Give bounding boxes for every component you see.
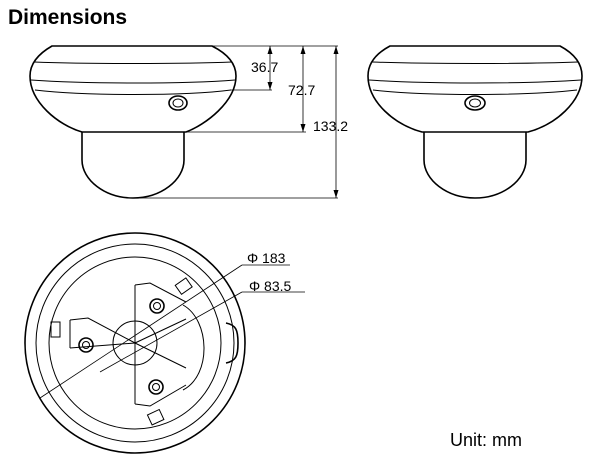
bottom-view-screw-left xyxy=(78,337,94,353)
front-view-housing xyxy=(367,45,583,133)
dimension-diameter-outer: Φ 183 xyxy=(247,250,286,266)
front-view-port xyxy=(464,95,486,111)
side-view xyxy=(29,45,237,199)
bottom-view-center-hub xyxy=(112,320,158,366)
bottom-view xyxy=(24,232,246,454)
dimension-height-total: 133.2 xyxy=(313,118,348,134)
bottom-view-outer-ring xyxy=(24,232,246,454)
bottom-view-tab-top xyxy=(174,277,193,296)
side-view-band-mid xyxy=(30,79,236,84)
front-view-dome xyxy=(423,130,527,199)
front-view-band-top xyxy=(371,61,579,64)
bottom-view-side-notch xyxy=(225,322,239,364)
bottom-view-mount-arms xyxy=(69,282,187,407)
front-view xyxy=(367,45,583,199)
bottom-view-mount-plate xyxy=(182,304,205,391)
side-view-housing xyxy=(29,45,237,133)
bottom-view-tab-bottom xyxy=(146,408,165,426)
height-dimension-lines xyxy=(133,45,339,199)
side-view-band-low xyxy=(34,89,232,95)
side-view-port xyxy=(168,95,188,111)
dimension-height-top: 36.7 xyxy=(251,59,278,75)
bottom-view-tab-left xyxy=(50,321,61,338)
front-view-band-low xyxy=(372,89,578,95)
title: Dimensions xyxy=(8,6,127,29)
dimension-height-mid: 72.7 xyxy=(288,82,315,98)
dimension-diameter-inner: Φ 83.5 xyxy=(249,278,292,294)
bottom-view-base-ring xyxy=(48,256,222,430)
unit-label: Unit: mm xyxy=(450,430,522,450)
bottom-view-screw-bottom xyxy=(148,379,164,395)
front-view-band-mid xyxy=(368,79,582,84)
diameter-leaders xyxy=(39,264,305,399)
bottom-view-inner-ring xyxy=(35,243,235,443)
bottom-view-screw-top xyxy=(149,298,165,314)
side-view-band-top xyxy=(33,61,233,64)
